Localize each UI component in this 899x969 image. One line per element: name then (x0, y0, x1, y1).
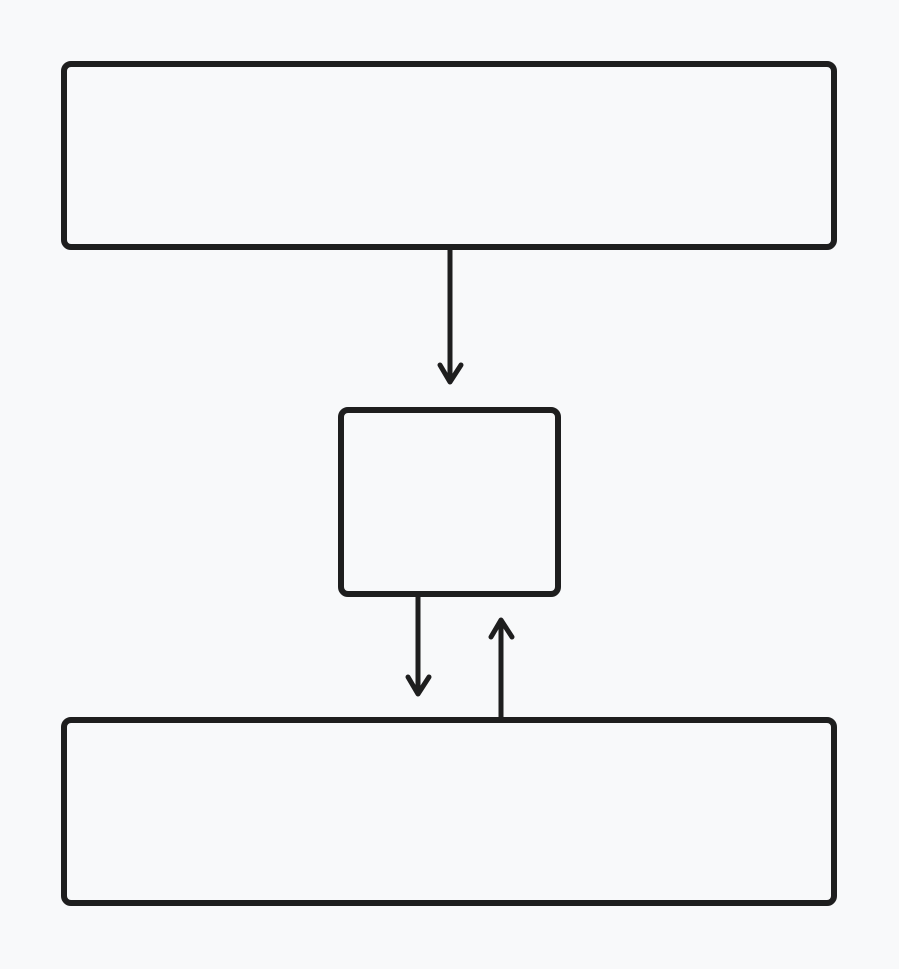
middle-box (338, 407, 561, 597)
bottom-box (61, 717, 837, 906)
arrow-middle-to-bottom (405, 594, 432, 697)
top-box (61, 61, 837, 250)
arrow-top-to-middle (437, 247, 464, 385)
arrow-bottom-to-middle (488, 617, 515, 720)
